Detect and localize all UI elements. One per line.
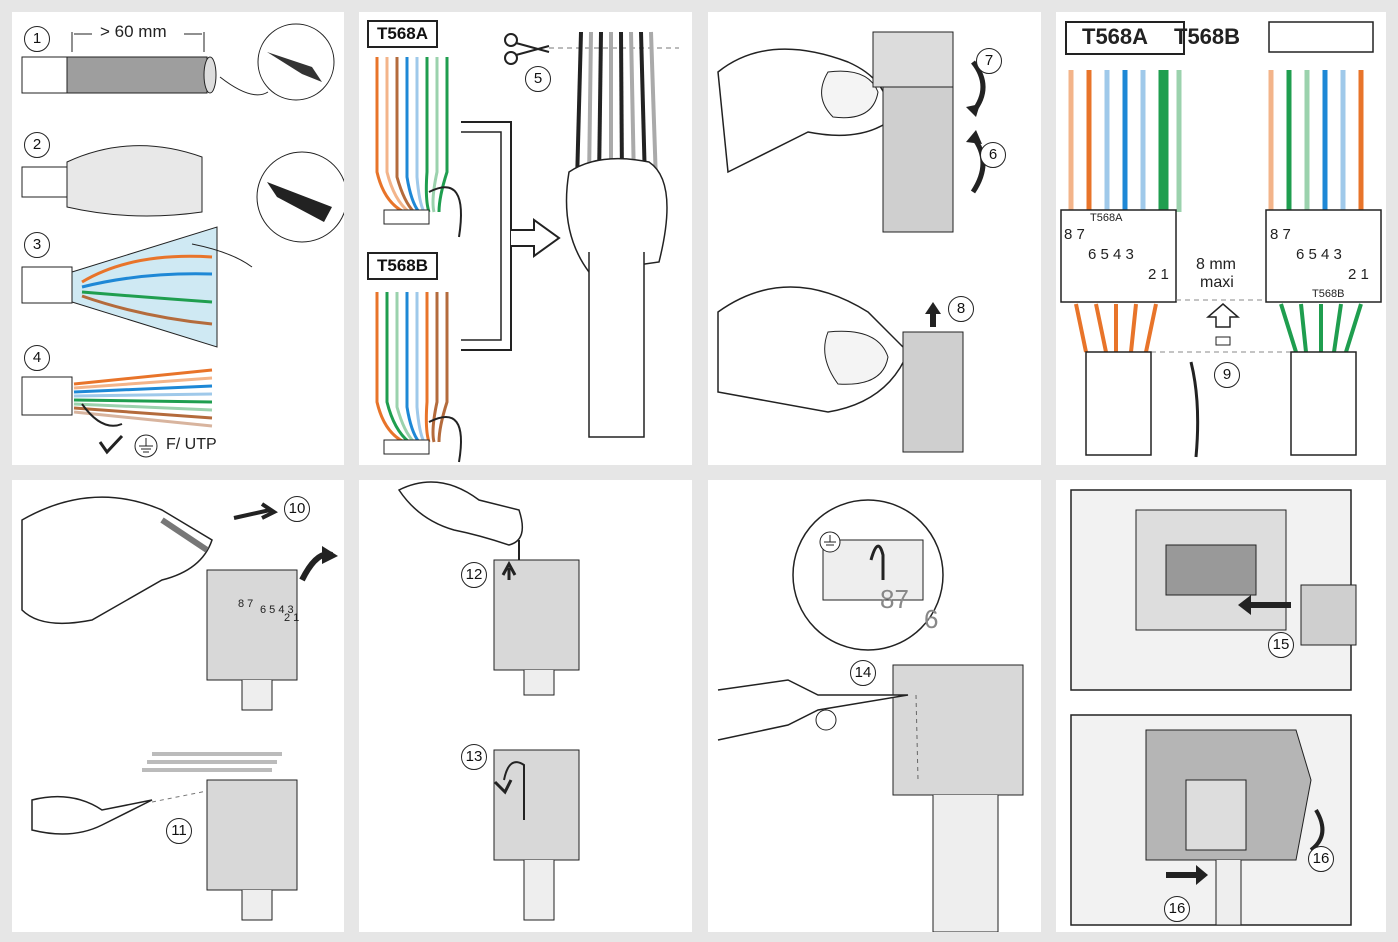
step-9-badge: 9 (1214, 362, 1240, 388)
panel-wire-order: T568A T568B 5 (359, 12, 692, 465)
step-1-badge: 1 (24, 26, 50, 52)
left-connector-label: T568A (1090, 212, 1123, 224)
strip-length-label: > 60 mm (100, 22, 167, 41)
zoom-ground-icon (819, 531, 841, 553)
step-11-badge: 11 (166, 818, 192, 844)
zoom-pin-label: 87 (880, 584, 909, 614)
step-15-badge: 15 (1268, 632, 1294, 658)
panel-ground-wire: 12 13 (359, 480, 692, 932)
connector-pins-b: 6 5 4 3 (260, 604, 294, 616)
ground-icon (134, 434, 158, 458)
panel-cut-ground: 87 6 14 (708, 480, 1041, 932)
left-pins-top: 8 7 (1064, 226, 1085, 243)
step-16-badge-bottom: 16 (1164, 896, 1190, 922)
left-pins-mid: 6 5 4 3 (1088, 246, 1134, 263)
shield-type-label: F/ UTP (166, 436, 217, 453)
mount-connector-illustration (1070, 489, 1357, 926)
step-13-badge: 13 (461, 744, 487, 770)
step-14-badge: 14 (850, 660, 876, 686)
standard-a-label: T568A (367, 20, 439, 48)
connector-pins-a: 8 7 (238, 598, 254, 610)
insert-wires-illustration (717, 31, 986, 453)
right-pins-low: 2 1 (1348, 266, 1369, 283)
step-6-badge: 6 (980, 142, 1006, 168)
step-16-badge-right: 16 (1308, 846, 1334, 872)
wiring-standards-illustration (1060, 21, 1382, 458)
connector-pins-c: 2 1 (284, 612, 300, 624)
right-pins-mid: 6 5 4 3 (1296, 246, 1342, 263)
gap-note-label: maxi (1200, 274, 1234, 291)
step-7-badge: 7 (976, 48, 1002, 74)
zoom-pin-cut-label: 6 (924, 604, 939, 634)
trim-wires-illustration (21, 496, 338, 921)
right-connector-label: T568B (1312, 288, 1345, 300)
step-5-badge: 5 (525, 66, 551, 92)
panel-mount-connector: 15 16 16 (1056, 480, 1386, 932)
step-3-badge: 3 (24, 232, 50, 258)
wire-order-illustration (375, 31, 679, 463)
step-2-badge: 2 (24, 132, 50, 158)
strip-cable-illustration (21, 23, 344, 458)
panel-insert-wires: 7 6 8 (708, 12, 1041, 465)
right-pins-top: 8 7 (1270, 226, 1291, 243)
step-12-badge: 12 (461, 562, 487, 588)
standards-title-a: T568A (1082, 24, 1149, 49)
cut-ground-illustration (717, 499, 1024, 932)
gap-value-label: 8 mm (1196, 256, 1236, 273)
standards-title-b: T568B (1174, 24, 1241, 49)
step-4-badge: 4 (24, 345, 50, 371)
panel-wiring-standards: T568A T568B T568A 8 7 6 5 4 3 2 1 8 7 6 … (1056, 12, 1386, 465)
step-10-badge: 10 (284, 496, 310, 522)
ground-wire-illustration (397, 481, 580, 921)
panel-trim-wires: 10 11 8 7 6 5 4 3 2 1 (12, 480, 344, 932)
standard-b-label: T568B (367, 252, 439, 280)
panel-strip-cable: 1 > 60 mm 2 3 4 F/ UTP (12, 12, 344, 465)
step-8-badge: 8 (948, 296, 974, 322)
left-pins-low: 2 1 (1148, 266, 1169, 283)
